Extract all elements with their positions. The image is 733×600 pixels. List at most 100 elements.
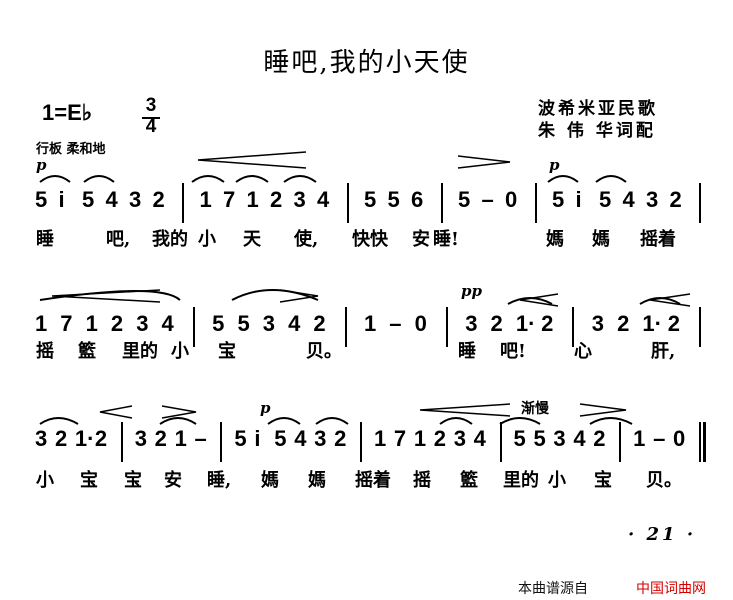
- barline: [499, 422, 502, 462]
- footer-source-site[interactable]: 中国词曲网: [636, 581, 706, 597]
- note: 4: [161, 311, 174, 336]
- slur: [589, 417, 633, 425]
- final-barline: [699, 422, 706, 462]
- note: 5: [82, 187, 95, 212]
- note: 3: [35, 426, 48, 451]
- note: 2: [154, 426, 167, 451]
- note: 3: [136, 311, 149, 336]
- barline: [120, 422, 123, 462]
- barline: [344, 307, 347, 347]
- lyric: 摇: [36, 341, 54, 362]
- note: 5: [387, 187, 400, 212]
- dynamic-p-3: p: [260, 399, 271, 417]
- lyric: 快快: [352, 229, 388, 250]
- note: 5: [35, 187, 48, 212]
- note: 5: [552, 187, 565, 212]
- note: 5: [458, 187, 471, 212]
- slur: [439, 417, 473, 425]
- note: 5: [513, 426, 526, 451]
- lyric: 宝: [124, 470, 142, 491]
- lyric: 使,: [294, 229, 319, 250]
- slur: [39, 417, 79, 425]
- note: 4: [317, 187, 330, 212]
- barline: [445, 307, 448, 347]
- slur: [159, 417, 197, 425]
- page-number: · 21 ·: [628, 524, 697, 545]
- lyric: 天: [243, 229, 261, 250]
- lyric: 宝: [218, 341, 236, 362]
- note: 1: [85, 311, 98, 336]
- dynamic-p-2: p: [549, 156, 560, 174]
- note: 3: [314, 426, 327, 451]
- note: –: [389, 311, 402, 336]
- origin-credit: 波希米亚民歌: [538, 99, 658, 119]
- ritardando-marking: 渐慢: [521, 401, 549, 417]
- note: 5: [234, 426, 247, 451]
- note: 5: [212, 311, 225, 336]
- note: 5: [599, 187, 612, 212]
- lyric: 肝,: [651, 341, 676, 362]
- note: 2: [270, 187, 283, 212]
- lyric: 摇着: [355, 470, 391, 491]
- lyric: 小: [548, 470, 566, 491]
- note: 3: [465, 311, 478, 336]
- note: i: [58, 187, 65, 212]
- note: 5: [274, 426, 287, 451]
- note: 0: [505, 187, 518, 212]
- crescendo-hairpin: [197, 151, 307, 169]
- barline: [440, 183, 443, 223]
- crescendo-hairpin: [649, 293, 691, 307]
- note: 3: [553, 426, 566, 451]
- note: 2: [490, 311, 503, 336]
- decrescendo-hairpin: [161, 405, 197, 419]
- barline: [619, 422, 622, 462]
- note: 7: [60, 311, 73, 336]
- barline: [220, 422, 223, 462]
- note: 3: [293, 187, 306, 212]
- lyric: 吧!: [500, 341, 526, 362]
- note: 4: [473, 426, 486, 451]
- crescendo-hairpin: [51, 289, 161, 303]
- lyric: 安: [412, 229, 430, 250]
- note: 4: [105, 187, 118, 212]
- note: 3: [591, 311, 605, 336]
- slur: [235, 175, 269, 183]
- note: 5: [364, 187, 377, 212]
- slur: [231, 289, 319, 301]
- footer-source-label: 本曲谱源自: [518, 581, 588, 597]
- dynamic-pp: pp: [461, 282, 482, 300]
- lyric: 宝: [594, 470, 612, 491]
- decrescendo-hairpin: [579, 403, 627, 417]
- time-signature-bottom: 4: [145, 116, 157, 137]
- lyric: 我的: [152, 229, 188, 250]
- note: 1·: [642, 311, 662, 336]
- note: –: [653, 426, 666, 451]
- note: 1·: [74, 426, 95, 451]
- barline: [699, 183, 701, 223]
- note: 1: [174, 426, 187, 451]
- barline: [360, 422, 363, 462]
- lyric: 小: [171, 341, 189, 362]
- note: 3: [262, 311, 276, 336]
- note: 2: [669, 187, 682, 212]
- note: 2: [541, 311, 554, 336]
- note: 4: [573, 426, 586, 451]
- lyric: 贝。: [306, 341, 342, 362]
- note: 2: [593, 426, 606, 451]
- time-signature-bar: [142, 117, 160, 119]
- crescendo-hairpin: [99, 405, 133, 419]
- lyric: 籃: [460, 470, 478, 491]
- time-signature-top: 3: [145, 95, 157, 116]
- note: 3: [646, 187, 659, 212]
- note: 7: [393, 426, 407, 451]
- slur: [499, 417, 541, 425]
- note: 2: [313, 311, 326, 336]
- note: 7: [223, 187, 236, 212]
- tempo-marking: 行板 柔和地: [36, 142, 106, 157]
- lyric: 媽: [546, 229, 564, 250]
- barline: [182, 183, 184, 223]
- note: 2: [617, 311, 630, 336]
- note: 2: [433, 426, 447, 451]
- slur: [283, 175, 317, 183]
